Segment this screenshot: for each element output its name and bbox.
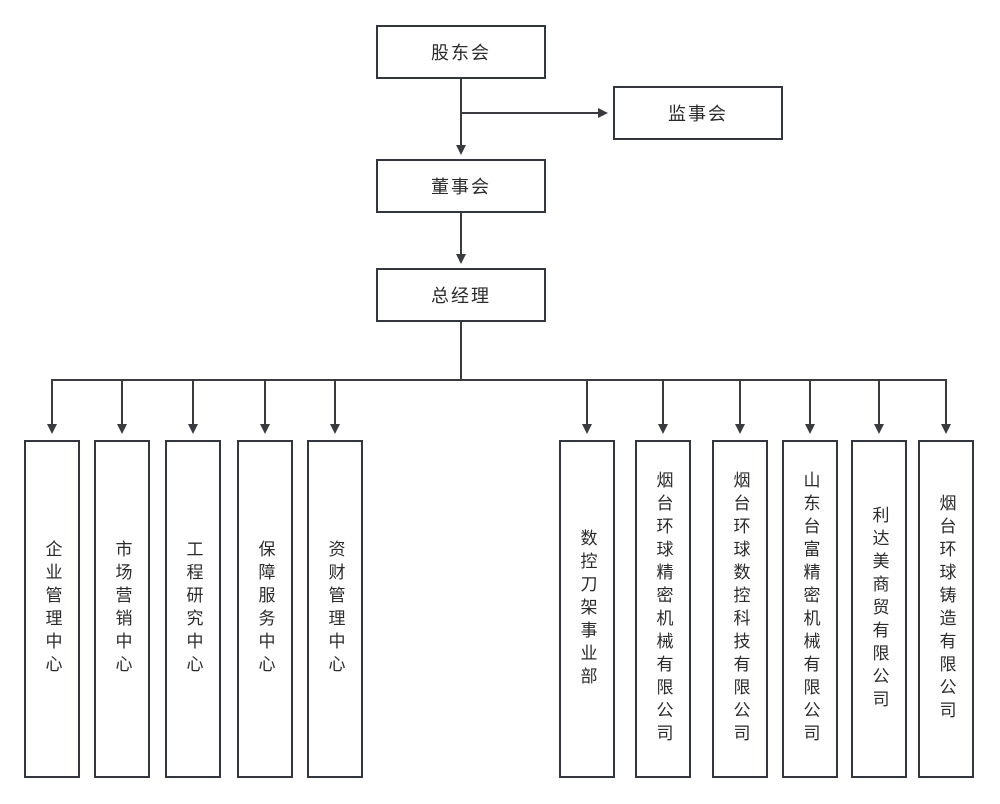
node-label: 数控刀架事业部	[577, 528, 597, 690]
node-general-manager[interactable]: 总经理	[376, 268, 546, 322]
node-marketing-center[interactable]: 市场营销中心	[94, 440, 150, 778]
node-label: 总经理	[431, 286, 491, 306]
node-cnc-turret-division[interactable]: 数控刀架事业部	[559, 440, 615, 778]
node-label: 工程研究中心	[183, 540, 203, 678]
node-yantai-huanqiu-precision-machinery[interactable]: 烟台环球精密机械有限公司	[635, 440, 691, 778]
node-label: 股东会	[431, 43, 491, 63]
node-label: 山东台富精密机械有限公司	[800, 471, 820, 747]
node-shandong-taifu-precision-machinery[interactable]: 山东台富精密机械有限公司	[782, 440, 838, 778]
node-label: 保障服务中心	[255, 540, 275, 678]
node-board-of-directors[interactable]: 董事会	[376, 159, 546, 213]
node-label: 利达美商贸有限公司	[869, 505, 889, 713]
node-label: 企业管理中心	[42, 540, 62, 678]
node-shareholders-meeting[interactable]: 股东会	[376, 25, 546, 79]
node-label: 市场营销中心	[112, 540, 132, 678]
node-label: 资财管理中心	[325, 540, 345, 678]
node-label: 烟台环球数控科技有限公司	[730, 471, 750, 747]
node-engineering-research-center[interactable]: 工程研究中心	[165, 440, 221, 778]
node-yantai-huanqiu-casting[interactable]: 烟台环球铸造有限公司	[918, 440, 974, 778]
node-lidamei-trading[interactable]: 利达美商贸有限公司	[851, 440, 907, 778]
node-yantai-huanqiu-cnc-technology[interactable]: 烟台环球数控科技有限公司	[712, 440, 768, 778]
node-support-service-center[interactable]: 保障服务中心	[237, 440, 293, 778]
node-label: 监事会	[668, 104, 728, 124]
node-label: 烟台环球精密机械有限公司	[653, 471, 673, 747]
node-label: 董事会	[431, 177, 491, 197]
node-label: 烟台环球铸造有限公司	[936, 494, 956, 724]
node-supervisory-board[interactable]: 监事会	[613, 86, 783, 140]
node-enterprise-management-center[interactable]: 企业管理中心	[24, 440, 80, 778]
node-asset-management-center[interactable]: 资财管理中心	[307, 440, 363, 778]
